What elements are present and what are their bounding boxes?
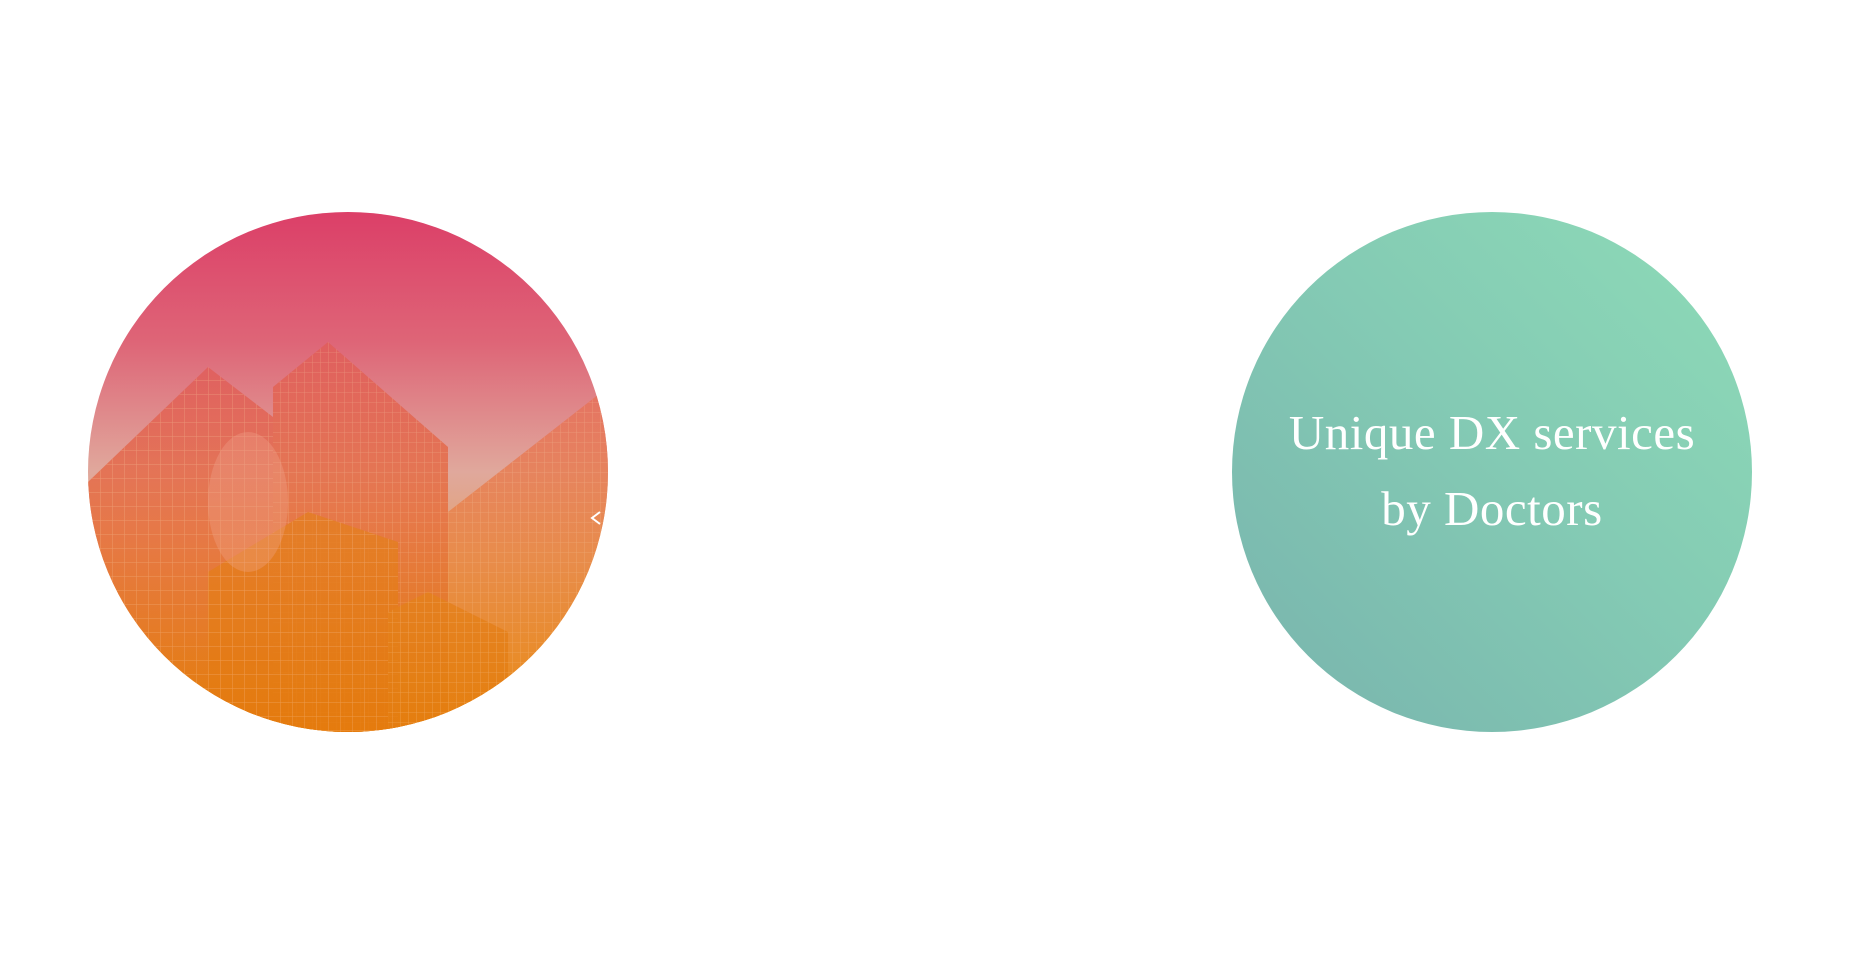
building-photo-circle[interactable] (88, 212, 608, 732)
skyscraper-image (88, 212, 608, 732)
services-circle[interactable]: Unique DX services by Doctors (1232, 212, 1752, 732)
services-tagline: Unique DX services by Doctors (1289, 395, 1695, 547)
tagline-line-1: Unique DX services (1288, 405, 1696, 460)
tagline-line-2: by Doctors (1381, 481, 1603, 536)
chevron-left-icon (590, 511, 601, 525)
